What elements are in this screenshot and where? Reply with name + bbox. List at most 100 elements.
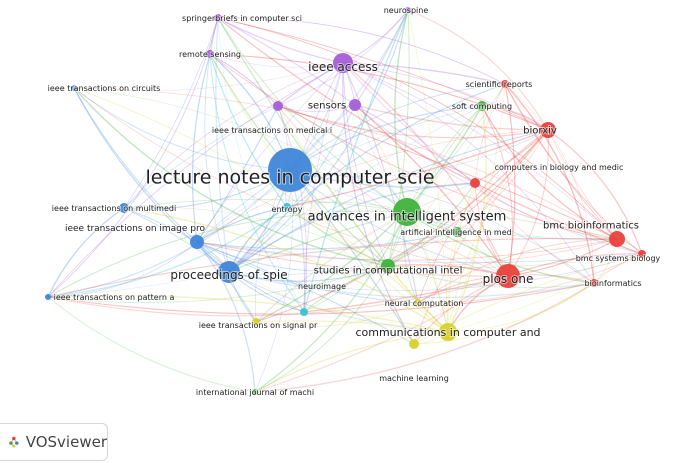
label-softcomp[interactable]: soft computing [451,101,513,112]
label-bmcbio[interactable]: bmc bioinformatics [542,220,640,233]
link-bioinf-ccis [447,282,595,333]
link-bmcbio-lncs [289,169,618,240]
node-sr[interactable] [501,80,509,88]
node-sigpr[interactable] [252,318,260,326]
node-spie[interactable] [218,261,240,283]
link-cbm-sigpr [255,182,476,323]
node-cbm[interactable] [470,178,480,188]
label-neuralcomp[interactable]: neural computation [384,298,465,309]
link-multimedia-spie [123,207,230,273]
node-multimedia[interactable] [119,203,129,213]
label-pattern[interactable]: ieee transactions on pattern a [53,292,176,303]
label-ijm[interactable]: international journal of machi [195,387,315,398]
link-neurospine-sci [387,9,410,267]
link-ieeeaccess-multimedia [123,62,344,209]
node-pattern[interactable] [45,294,51,300]
node-bmcsys[interactable] [638,250,646,258]
link-cbm-lncs [289,169,476,188]
label-entropy[interactable]: entropy [271,204,304,215]
node-imagepro[interactable] [190,235,204,249]
label-ieeeaccess[interactable]: ieee access [307,59,379,75]
label-multimedia[interactable]: ieee transactions on multimedi [51,203,177,214]
label-sr[interactable]: scientific reports [465,79,534,90]
link-ccis-circuits [73,87,449,333]
link-ccis-sr [447,83,506,333]
label-ml[interactable]: machine learning [378,373,450,384]
node-sci[interactable] [381,259,395,273]
label-ais[interactable]: advances in intelligent system [307,209,508,226]
link-ais-sigpr [255,211,408,323]
node-springer[interactable] [214,14,222,22]
label-neuroimage[interactable]: neuroimage [297,281,347,292]
node-tmedical[interactable] [273,101,283,111]
label-plos[interactable]: plos one [482,271,535,287]
node-ccis[interactable] [439,323,457,341]
label-bioinf[interactable]: bioinformatics [584,278,643,289]
link-pattern-spie [47,271,230,298]
node-softcomp[interactable] [477,101,487,111]
label-circuits[interactable]: ieee transactions on circuits [47,83,162,94]
node-ijm[interactable] [252,389,258,395]
label-spie[interactable]: proceedings of spie [169,267,288,283]
link-bmcsys-ccis [447,253,643,333]
node-neurospine[interactable] [405,7,411,13]
label-sigpr[interactable]: ieee transactions on signal pr [198,320,319,331]
link-imagepro-neuroimage [196,241,305,313]
node-lncs[interactable] [268,148,312,192]
node-biorxiv[interactable] [540,122,556,138]
node-plos[interactable] [496,264,520,288]
link-circuits-ieeeaccess [73,62,344,92]
label-cbm[interactable]: computers in biology and medic [494,162,625,173]
link-ais-bioinf [406,211,595,284]
link-bmcsys-plos [507,253,643,277]
label-remote[interactable]: remote sensing [178,49,242,60]
link-neuroimage-tmedical [277,105,308,313]
link-ijm-lncs [254,169,293,393]
node-ml[interactable] [409,339,419,349]
node-ais[interactable] [393,198,421,226]
label-biorxiv[interactable]: biorxiv [522,125,558,138]
link-circuits-sci [73,87,389,267]
link-cbm-sensors [354,104,476,184]
link-ais-ijm [254,211,408,393]
node-aimed[interactable] [452,227,462,237]
node-remote[interactable] [206,50,214,58]
link-ijm-sci [254,265,389,393]
link-ais-neurospine [394,9,409,213]
label-aimed[interactable]: artificial intelligence in med [399,227,512,238]
node-neuroimage[interactable] [300,308,308,316]
node-neuralcomp[interactable] [414,299,422,307]
app-name: VOSviewer [25,433,107,451]
label-ccis[interactable]: communications in computer and [354,325,541,340]
node-bioinf[interactable] [590,279,598,287]
node-ieeeaccess[interactable] [333,53,353,73]
link-bmcbio-circuits [73,87,618,240]
link-bioinf-sr [504,83,595,284]
label-tmedical[interactable]: ieee transactions on medical i [211,125,333,136]
node-entropy[interactable] [283,203,291,211]
label-sensors[interactable]: sensors [307,100,347,113]
node-circuits[interactable] [71,85,77,91]
link-remote-tmedical [209,53,279,107]
link-imagepro-tmedical [196,105,279,243]
link-pattern-sci [47,265,389,303]
link-lncs-pattern [47,169,291,298]
label-springer[interactable]: springerbriefs in computer sci [181,13,303,24]
link-neurospine-sensors [354,9,409,106]
label-imagepro[interactable]: ieee transactions on image pro [64,223,207,235]
label-neurospine[interactable]: neurospine [383,5,430,16]
link-lncs-softcomp [289,105,483,171]
link-cbm-ccis [447,182,476,333]
label-bmcsys[interactable]: bmc systems biology [575,253,662,264]
link-entropy-remote [209,53,288,208]
link-plos-tmedical [277,105,509,277]
label-lncs[interactable]: lecture notes in computer scie [144,166,435,190]
node-bmcbio[interactable] [609,231,625,247]
link-ieeeaccess-remote [209,53,344,68]
link-entropy-imagepro [196,206,288,243]
label-sci[interactable]: studies in computational intel [313,265,464,278]
node-sensors[interactable] [349,99,361,111]
link-multimedia-pattern [47,207,125,298]
link-bioinf-ieeeaccess [342,62,595,284]
